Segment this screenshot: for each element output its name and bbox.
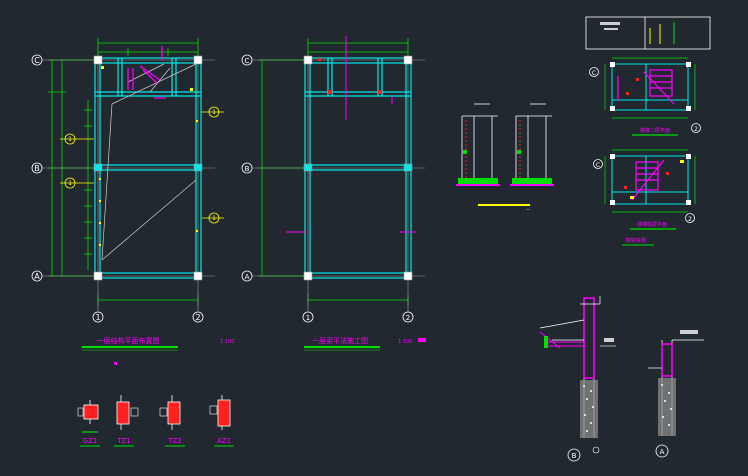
axis-label: A: [245, 273, 250, 281]
axis-bubble-2: [402, 311, 414, 323]
axis-bubble-1: [302, 311, 314, 323]
column-label: TZ1: [116, 437, 131, 445]
axis-bubble-1: [92, 311, 104, 323]
column-tz1[interactable]: TZ1: [114, 395, 139, 447]
column-label: GZ1: [83, 437, 98, 445]
column-gz1[interactable]: GZ1: [77, 400, 100, 447]
axis-label: B: [34, 164, 40, 173]
axis-label: C: [34, 56, 40, 65]
column-label: TZ2: [167, 437, 182, 445]
axis-label: 2: [406, 314, 410, 322]
axis-label: 1: [95, 313, 100, 322]
axis-bubble-b: [567, 448, 581, 462]
note-marker: [114, 362, 117, 365]
stair-plan-upper[interactable]: C 2 楼梯二层平面: [589, 57, 701, 136]
axis-label: 2: [195, 313, 200, 322]
axis-bubble-c: [241, 54, 253, 66]
column-tz2[interactable]: TZ2: [159, 395, 185, 447]
column-az1[interactable]: AZ1: [209, 395, 234, 447]
section-mark-label: 1: [68, 180, 72, 187]
section-details[interactable]: —: [456, 103, 554, 212]
section-mark-label: 1: [212, 215, 216, 222]
axis-bubble-2: [192, 311, 204, 323]
axis-bubble: [592, 446, 600, 454]
stair-plan-lower[interactable]: C 2 楼梯底层平面 楼梯说明：: [593, 149, 696, 246]
axis-bubble-a: [655, 444, 669, 458]
right-plan-title: 一层梁平法施工图: [312, 336, 368, 345]
stair-plan-lower-title: 楼梯底层平面: [637, 221, 667, 228]
detail-scale-text: —: [526, 207, 530, 212]
elevation-a[interactable]: A: [648, 330, 704, 458]
left-plan-scale: 1:100: [220, 339, 234, 345]
column-sections[interactable]: GZ1 TZ1 TZ2 AZ1: [77, 395, 234, 447]
right-plan-scale: 1:100: [398, 339, 412, 345]
title-block[interactable]: [585, 16, 711, 50]
axis-label: C: [596, 162, 600, 169]
axis-bubble-a: [241, 270, 253, 282]
stair-note-label: 楼梯说明：: [625, 237, 650, 244]
left-plan-title: 一层结构平面布置图: [97, 336, 160, 345]
axis-bubble-c: [31, 54, 43, 66]
axis-label: B: [572, 452, 577, 460]
axis-bubble-2: [691, 123, 701, 133]
left-structural-plan[interactable]: 1 1 1 1 C B A 1 2 一层结构平面布置图 1:100: [31, 38, 234, 365]
column-label: AZ1: [217, 437, 231, 445]
axis-bubble-b: [241, 162, 253, 174]
axis-label: 2: [694, 126, 698, 133]
axis-bubble-b: [31, 162, 43, 174]
axis-label: 1: [306, 314, 310, 322]
section-mark-label: 1: [212, 109, 216, 116]
stair-plan-upper-title: 楼梯二层平面: [640, 127, 670, 134]
axis-label: A: [34, 272, 40, 281]
axis-bubble-c: [589, 67, 599, 77]
axis-label: A: [660, 448, 665, 456]
axis-bubble-a: [31, 270, 43, 282]
axis-bubble-2: [685, 213, 695, 223]
note-marker: [418, 338, 426, 342]
axis-label: B: [245, 165, 250, 173]
elevation-b[interactable]: B: [539, 296, 616, 462]
axis-label: 2: [688, 216, 692, 223]
right-beam-plan[interactable]: C B A 1 2 一层梁平法施工图 1:100: [241, 36, 426, 351]
section-mark-label: 1: [68, 136, 72, 143]
axis-bubble-c: [593, 159, 603, 169]
axis-label: C: [592, 70, 596, 77]
axis-label: C: [245, 57, 250, 65]
